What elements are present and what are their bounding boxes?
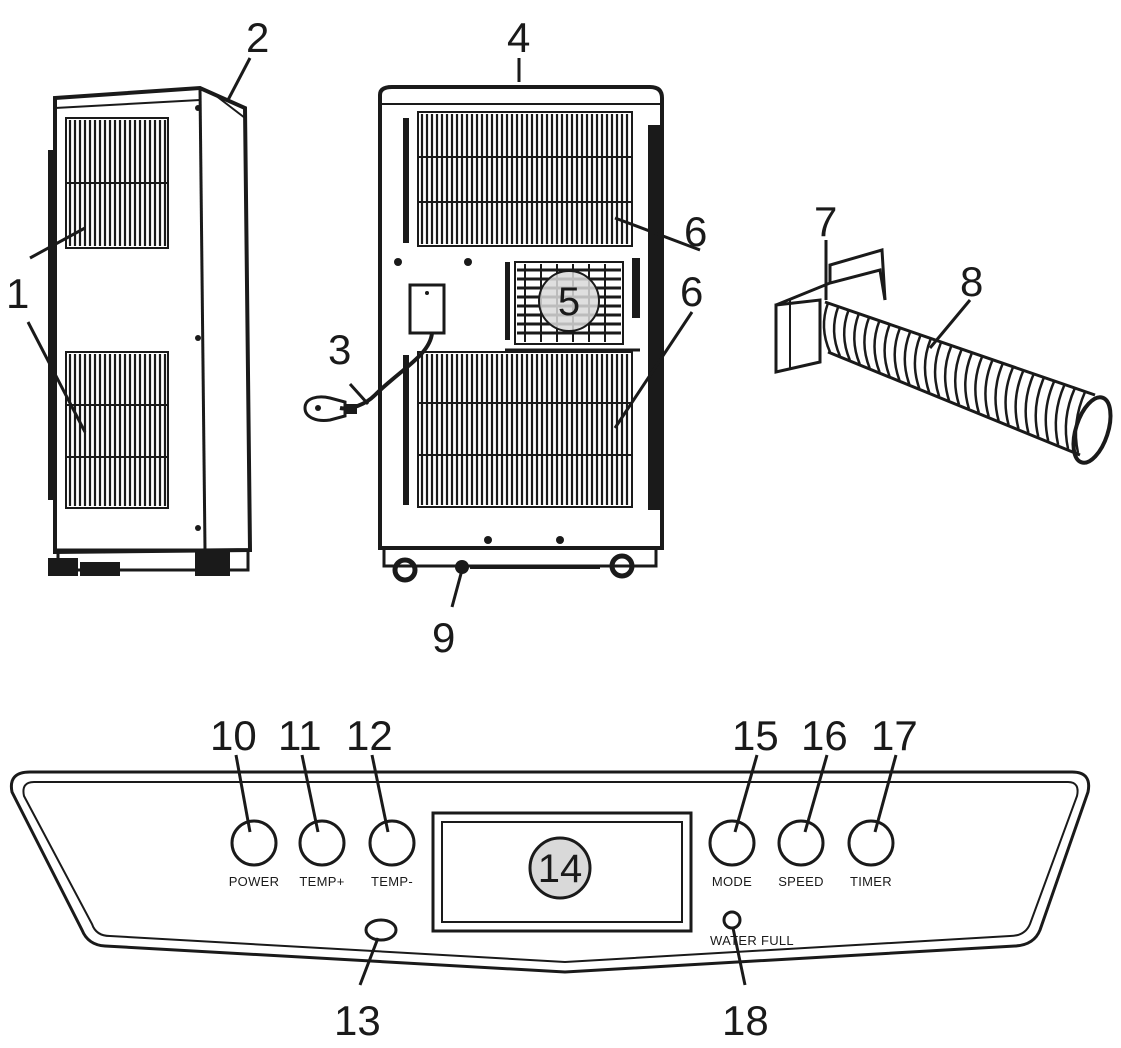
power-cord-box (408, 283, 446, 335)
callout-14-badge: 14 (528, 836, 592, 900)
exhaust-hose-assembly (774, 248, 1113, 465)
callout-leaders (26, 57, 972, 986)
remote-receiver (364, 918, 398, 942)
callout-1: 1 (6, 270, 29, 317)
callout-4: 4 (507, 14, 530, 61)
callout-10: 10 (210, 712, 257, 759)
back-view-unit (303, 85, 664, 583)
callout-6b: 6 (680, 268, 703, 315)
callout-11: 11 (278, 712, 322, 759)
temp-plus-button-label: TEMP+ (299, 874, 344, 889)
water-full-indicator (722, 910, 742, 930)
side-air-inlet-grille-upper (65, 117, 169, 249)
callout-7: 7 (814, 198, 837, 245)
side-air-inlet-grille-lower (65, 351, 169, 509)
timer-button-label: TIMER (850, 874, 892, 889)
power-button-label: POWER (229, 874, 280, 889)
side-view-unit (48, 85, 253, 576)
back-air-grille-lower (417, 351, 633, 508)
timer-button[interactable] (847, 819, 895, 867)
temp-minus-button[interactable] (368, 819, 416, 867)
callout-18: 18 (722, 997, 769, 1044)
control-panel: POWER TEMP+ TEMP- MODE SPEED TIMER WATER… (9, 770, 1091, 974)
callout-16: 16 (801, 712, 848, 759)
callout-15: 15 (732, 712, 779, 759)
temp-minus-button-label: TEMP- (371, 874, 413, 889)
power-cord-plug (303, 332, 434, 422)
callout-9: 9 (432, 614, 455, 661)
callout-13: 13 (334, 997, 381, 1044)
mode-button[interactable] (708, 819, 756, 867)
callout-17: 17 (871, 712, 918, 759)
mode-button-label: MODE (712, 874, 752, 889)
display-screen (431, 811, 693, 933)
callout-12: 12 (346, 712, 393, 759)
callout-6a: 6 (684, 208, 707, 255)
callout-14: 14 (538, 847, 583, 891)
callout-3: 3 (328, 326, 351, 373)
exhaust-hose (822, 300, 1113, 465)
temp-plus-button[interactable] (298, 819, 346, 867)
hose-adapter (774, 248, 887, 374)
callout-5: 5 (558, 280, 580, 324)
callout-2: 2 (246, 14, 269, 61)
speed-button-label: SPEED (778, 874, 824, 889)
callout-5-badge: 5 (538, 270, 600, 332)
water-full-label: WATER FULL (710, 933, 794, 948)
callout-8: 8 (960, 258, 983, 305)
power-button[interactable] (230, 819, 278, 867)
speed-button[interactable] (777, 819, 825, 867)
back-air-grille-upper (417, 111, 633, 247)
